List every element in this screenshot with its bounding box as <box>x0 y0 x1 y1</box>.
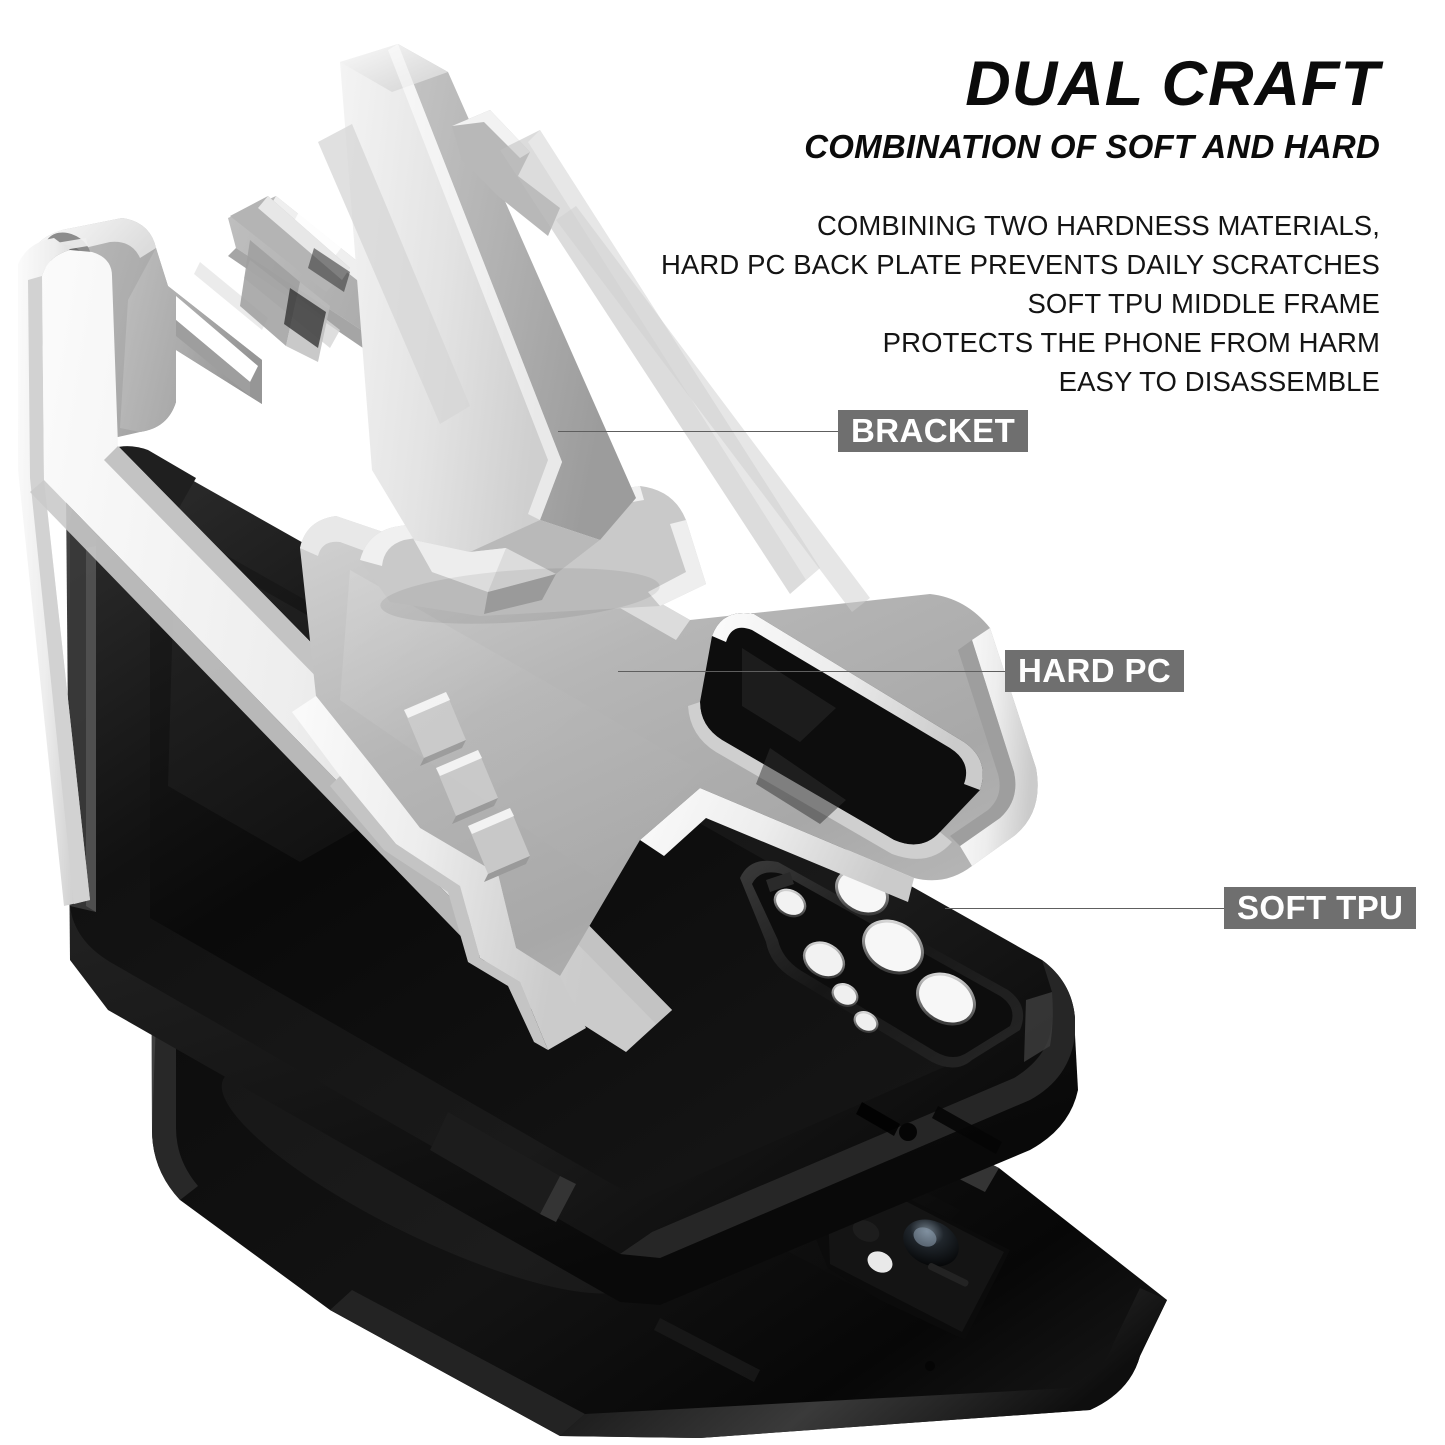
description-paragraph: COMBINING TWO HARDNESS MATERIALS, HARD P… <box>640 206 1380 401</box>
page-subtitle: COMBINATION OF SOFT AND HARD <box>804 128 1380 166</box>
leader-line-soft-tpu <box>945 907 1224 909</box>
description-line: HARD PC BACK PLATE PREVENTS DAILY SCRATC… <box>661 249 1380 281</box>
tpu-camera-cutout <box>740 860 1024 1068</box>
page-title: DUAL CRAFT <box>965 49 1380 119</box>
description-line: EASY TO DISASSEMBLE <box>1058 366 1380 398</box>
callout-label-soft-tpu: SOFT TPU <box>1224 887 1417 929</box>
description-line: PROTECTS THE PHONE FROM HARM <box>882 327 1380 359</box>
callout-hard-pc: HARD PC <box>618 650 1185 692</box>
callout-bracket: BRACKET <box>558 410 1029 452</box>
bracket-kickstand-layer <box>230 44 870 624</box>
description-line: SOFT TPU MIDDLE FRAME <box>1027 288 1380 320</box>
leader-line-hard-pc <box>618 670 1005 672</box>
leader-line-bracket <box>558 430 838 432</box>
callout-soft-tpu: SOFT TPU <box>945 887 1417 929</box>
callout-label-hard-pc: HARD PC <box>1005 650 1185 692</box>
description-line: COMBINING TWO HARDNESS MATERIALS, <box>816 210 1380 242</box>
callout-label-bracket: BRACKET <box>838 410 1029 452</box>
headline-block: DUAL CRAFT COMBINATION OF SOFT AND HARD … <box>640 52 1380 401</box>
hard-pc-layer <box>18 196 1038 1052</box>
